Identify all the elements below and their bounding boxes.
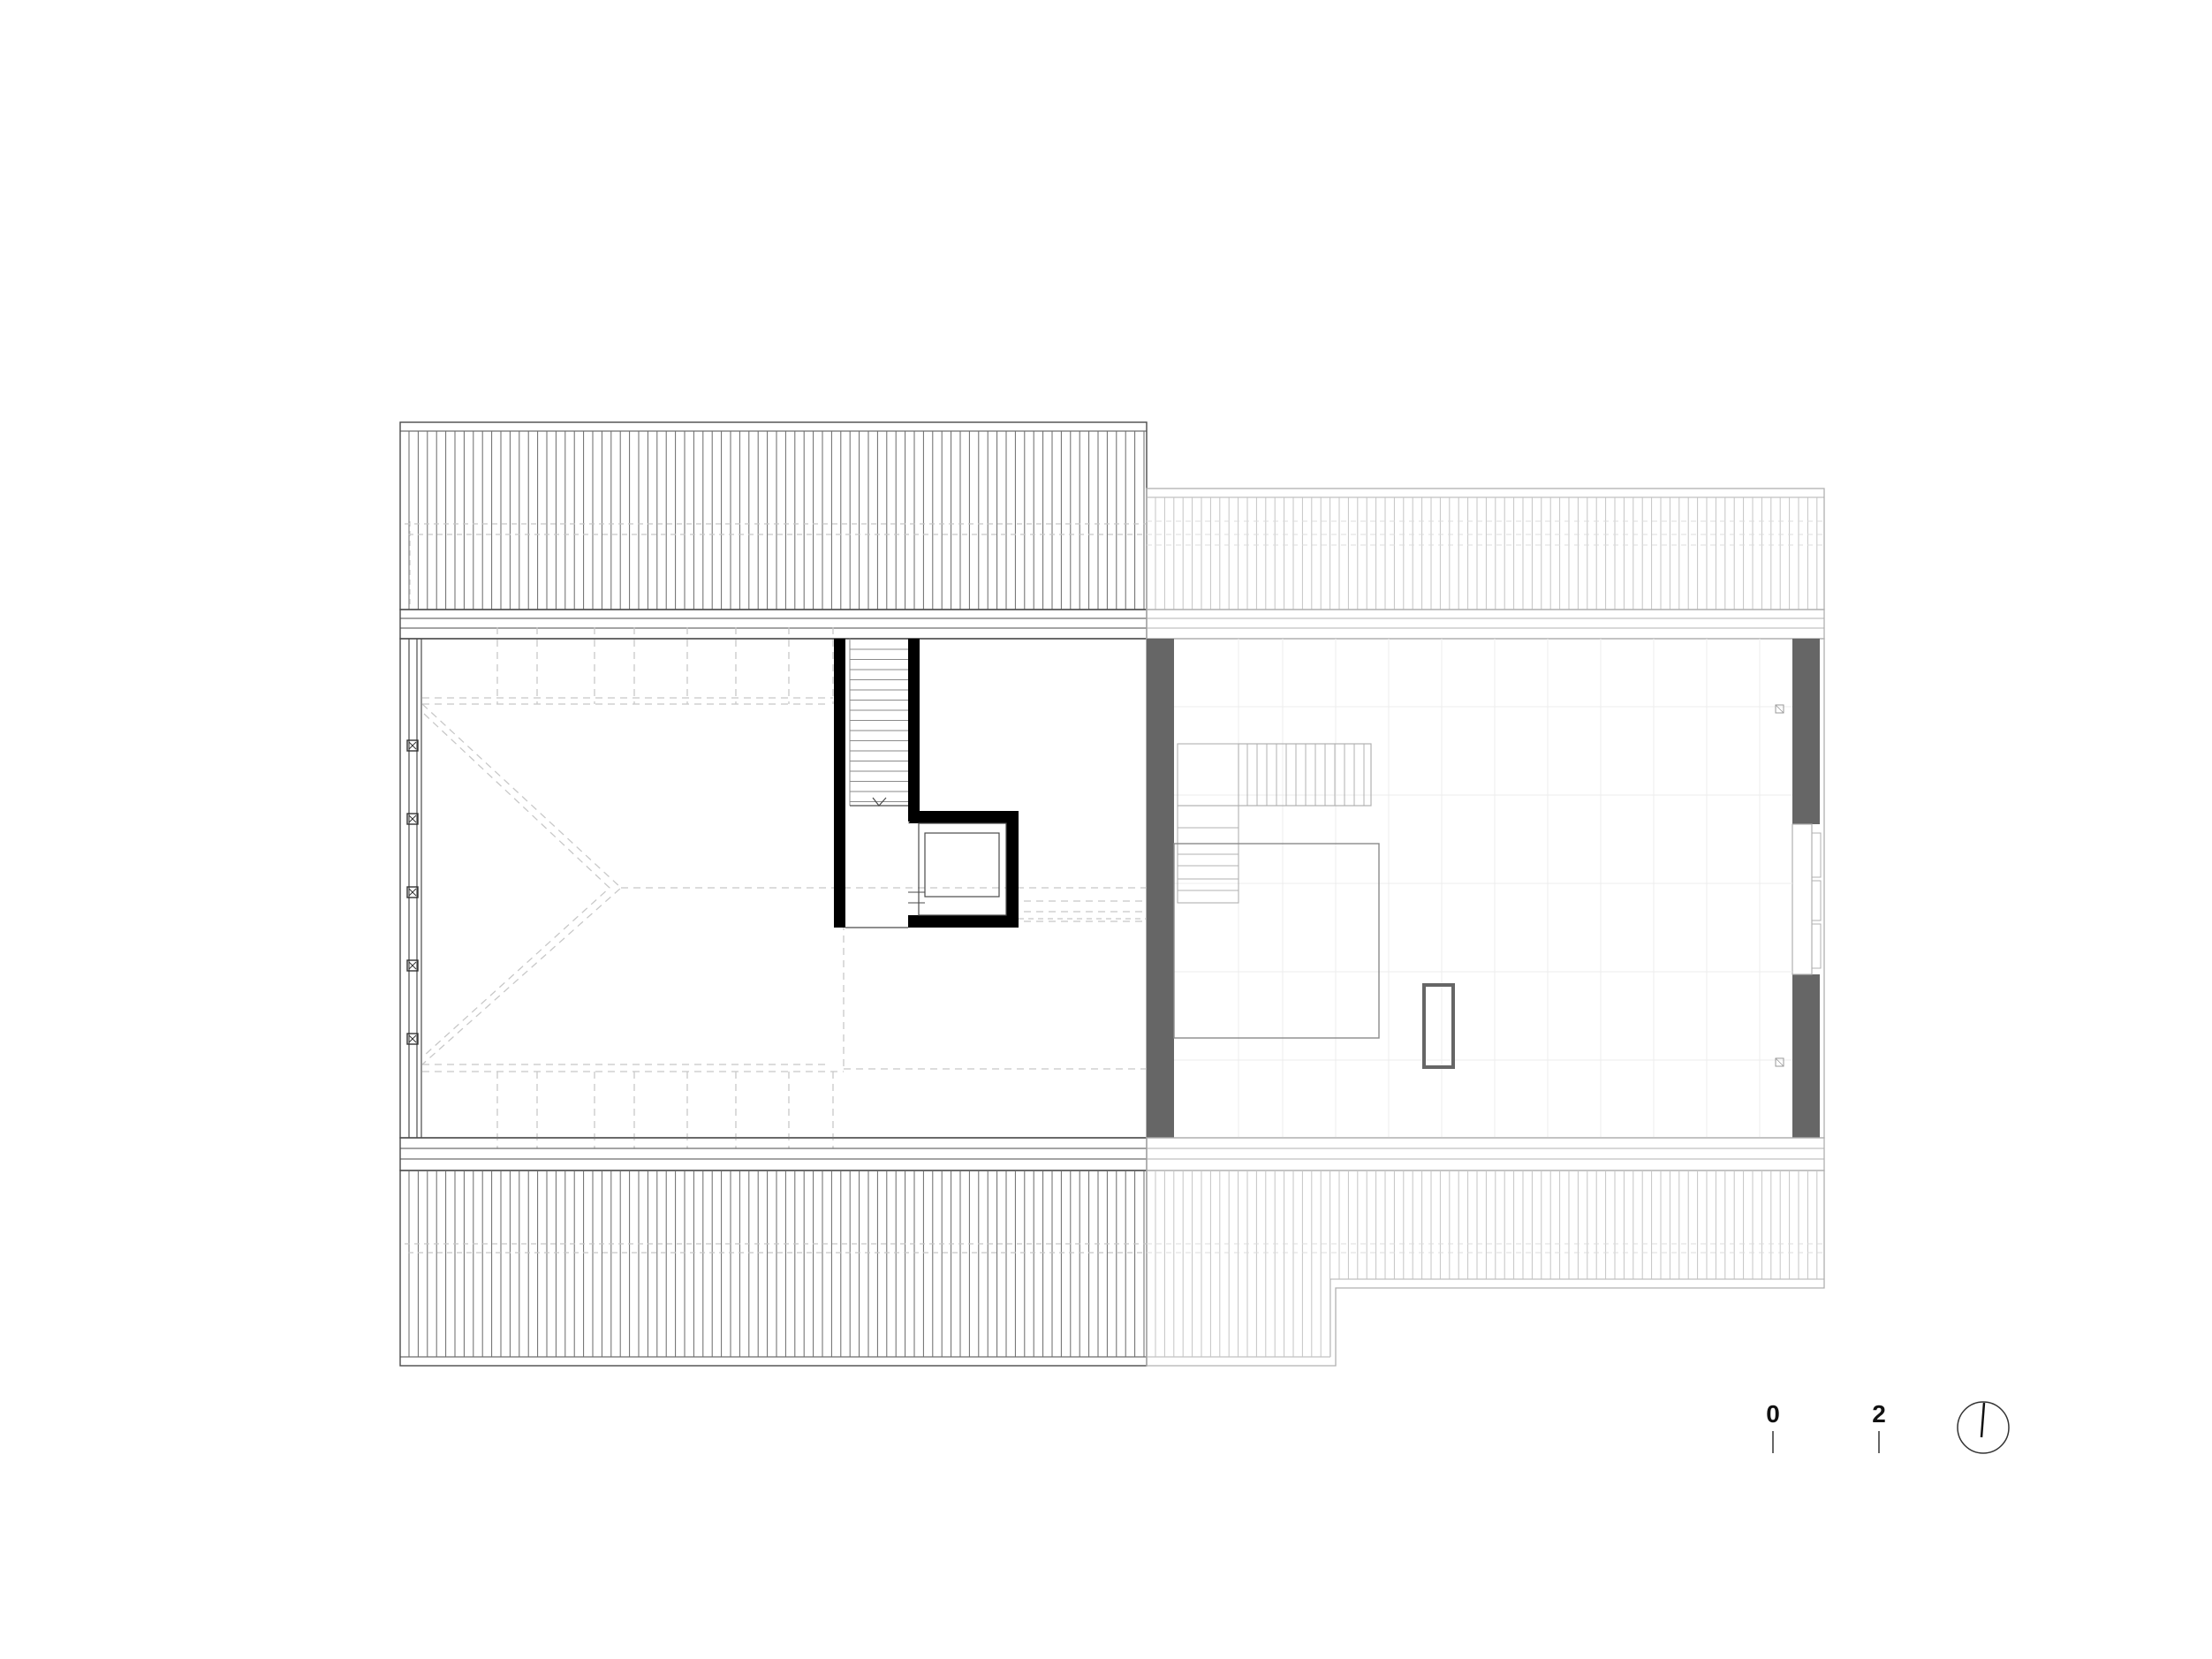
roof-seams xyxy=(1155,1170,1818,1357)
faint-grid xyxy=(1174,639,1792,1138)
stair-treads xyxy=(850,648,908,807)
stair xyxy=(834,639,1147,928)
right-building xyxy=(1146,488,1825,1367)
roof-seams xyxy=(408,1170,1145,1357)
left-top-eave xyxy=(399,609,1148,640)
north-arrow-icon xyxy=(1957,1401,2010,1454)
left-attic-room xyxy=(399,627,1148,1148)
roof-seams xyxy=(408,431,1145,610)
left-top-roof xyxy=(399,421,1148,610)
scale-label-end: 2 xyxy=(1872,1400,1886,1428)
scale-bar: 0 2 xyxy=(1766,1400,1886,1453)
stair-treads xyxy=(1246,744,1365,806)
left-bottom-roof xyxy=(399,1170,1148,1367)
left-bottom-eave xyxy=(399,1137,1148,1171)
wall-posts xyxy=(406,739,419,1045)
scale-label-start: 0 xyxy=(1766,1400,1780,1428)
roof-seams xyxy=(1155,497,1818,610)
